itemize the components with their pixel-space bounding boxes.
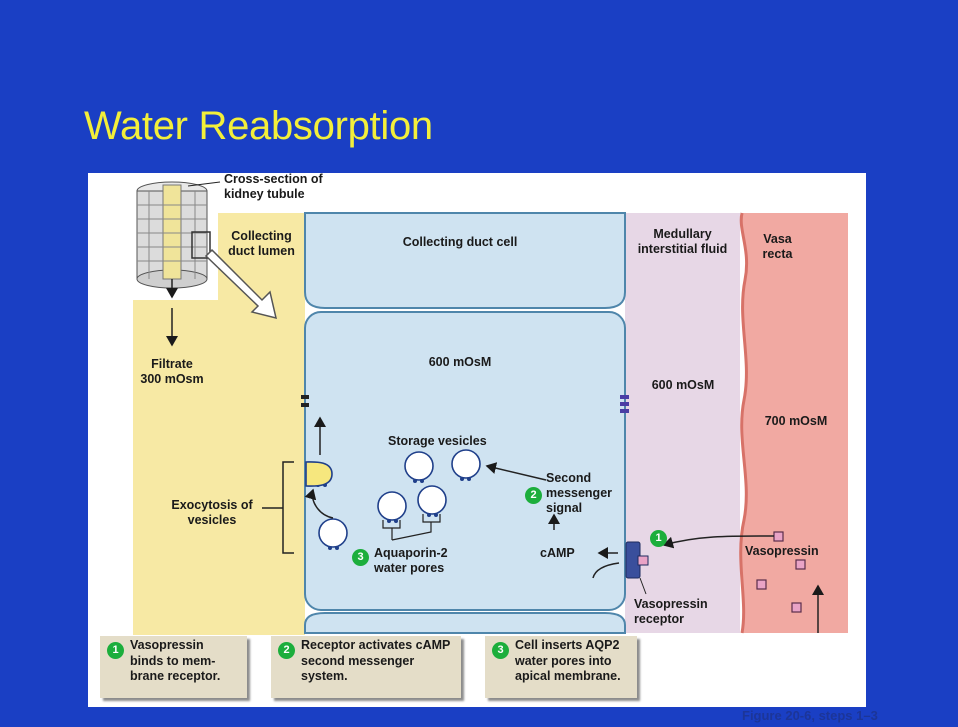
fusing-vesicle	[305, 461, 333, 487]
figure-reference: Figure 20-6, steps 1–3	[742, 708, 878, 723]
step-3-badge: 3	[352, 549, 369, 566]
step-2-badge: 2	[525, 487, 542, 504]
camp-label: cAMP	[540, 546, 575, 560]
vasa-recta-label: Vasa recta	[762, 232, 793, 261]
storage-vesicles	[318, 449, 481, 548]
vasa-osm: 700 mOsM	[764, 414, 828, 428]
vasopressin-molecules	[756, 531, 806, 613]
slide-title: Water Reabsorption	[84, 104, 433, 148]
apical-pore	[301, 395, 309, 399]
cell-top	[304, 212, 626, 309]
storage-vesicles-label: Storage vesicles	[388, 434, 487, 448]
legend-step-1-text: Vasopressin binds to mem- brane receptor…	[130, 638, 221, 683]
interstitial-label: Medullary interstitial fluid	[637, 227, 728, 256]
legend-step-2-badge: 2	[278, 642, 295, 659]
legend-step-3-badge: 3	[492, 642, 509, 659]
legend-step-1-badge: 1	[107, 642, 124, 659]
lumen-region-top	[218, 213, 305, 303]
legend-step-2-text: Receptor activates cAMP second messenger…	[301, 638, 451, 683]
second-messenger-label: Second messenger signal	[546, 471, 613, 515]
filtrate-label: Filtrate	[151, 357, 193, 371]
legend-step-3: 3 Cell inserts AQP2 water pores into api…	[485, 636, 637, 698]
cell-bottom	[304, 612, 626, 634]
cell-label: Collecting duct cell	[402, 235, 518, 249]
legend-step-2: 2 Receptor activates cAMP second messeng…	[271, 636, 461, 698]
lumen-label: Collecting duct lumen	[228, 229, 295, 258]
cell-osm: 600 mOsM	[428, 355, 492, 369]
cross-section-label: Cross-section of kidney tubule	[224, 172, 323, 201]
lumen-region	[133, 300, 305, 635]
aquaporin-label: Aquaporin-2 water pores	[374, 546, 448, 575]
interstitial-region	[625, 213, 740, 633]
vasopressin-label: Vasopressin	[745, 544, 819, 558]
step-1-badge: 1	[650, 530, 667, 547]
interstitial-osm: 600 mOsM	[651, 378, 715, 392]
receptor-label: Vasopressin receptor	[634, 597, 708, 626]
exocytosis-label: Exocytosis of vesicles	[171, 498, 253, 527]
filtrate-osm: 300 mOsm	[140, 372, 204, 386]
legend-step-1: 1 Vasopressin binds to mem- brane recept…	[100, 636, 247, 698]
basolateral-pore	[620, 395, 629, 399]
aquaporin-bracket	[382, 514, 441, 541]
tubule-cross-section-icon	[136, 181, 278, 320]
legend-step-3-text: Cell inserts AQP2 water pores into apica…	[515, 638, 621, 683]
vasa-recta-region	[740, 213, 848, 633]
